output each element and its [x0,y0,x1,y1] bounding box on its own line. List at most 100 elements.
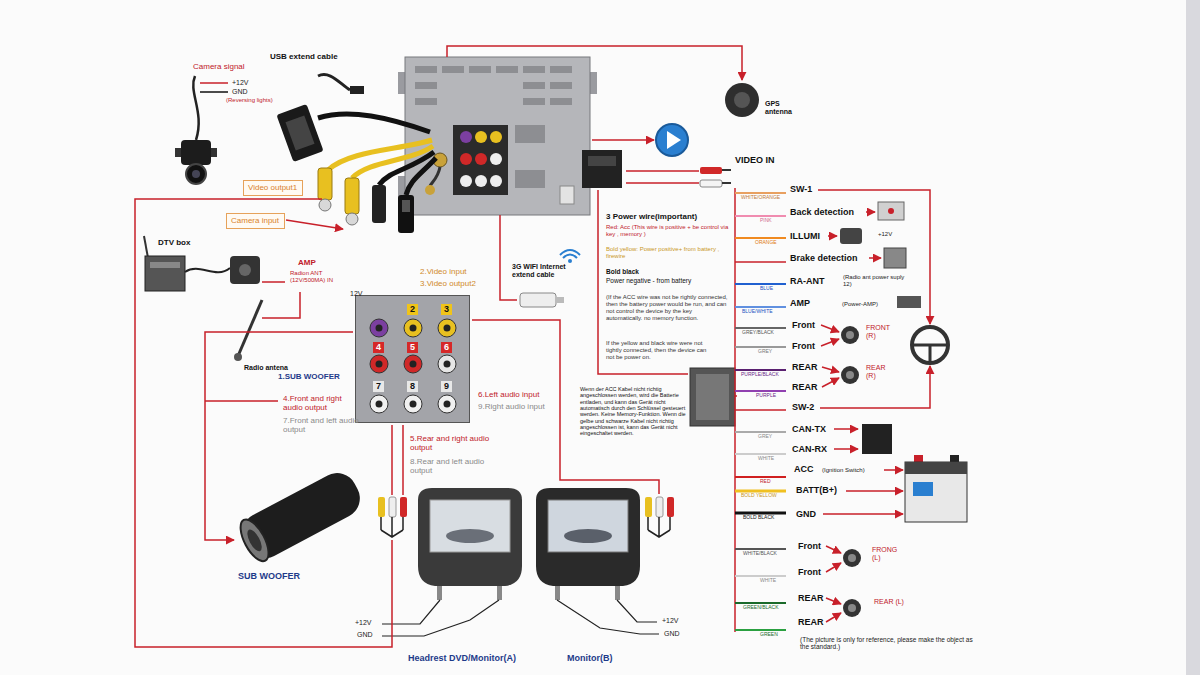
speakers [843,599,861,617]
red-wires [205,332,353,540]
headrest-monitor-b [564,529,612,543]
voltage-label: +12V [662,617,679,625]
red-wires [866,211,875,213]
red-wires [822,367,839,372]
rca-jack [438,355,456,373]
note-text: (The picture is only for reference, plea… [800,636,975,651]
rca-jack [376,401,383,408]
video-in-plugs [700,167,731,187]
rca-jack [370,395,388,413]
cable-plugs [318,75,350,90]
red-wires [626,170,699,172]
head-unit-rear [442,66,464,73]
red-wires [262,281,285,283]
right-side-icons [840,228,862,244]
rca-jack [404,395,422,413]
pin-function-label: SW-1 [790,184,812,194]
pin-function-label: REAR [798,593,824,603]
pin-function-label: REAR [792,362,818,372]
rca-jack [438,395,456,413]
head-unit-rear [523,66,545,73]
voltage-label: 12V [350,290,362,298]
red-wires [205,400,278,402]
head-unit-rear [550,98,572,105]
gps-antenna [734,92,750,108]
pin-function-label: REAR [798,617,824,627]
head-unit-rear [405,57,590,215]
video-in-plugs [700,180,722,187]
head-unit-rear [475,131,487,143]
right-side-icons [862,424,892,454]
head-unit-rear [588,156,616,166]
signal-label: Camera signal [193,62,245,71]
headrest-monitor-a [418,488,522,586]
3g-dongle [520,293,556,307]
subwoofer [235,466,367,565]
speakers [846,331,854,339]
pin-function-label: ACC [794,464,814,474]
harness-colour-wires [735,390,786,392]
headrest-monitor-b [548,500,628,552]
note-text: 3 Power wire(important) [606,212,697,221]
wire-color-label: GREY [758,434,772,440]
voltage-label: GND [357,631,373,639]
rca-jack [410,361,417,368]
dtv-box [150,262,180,268]
port-label: 1.SUB WOOFER [278,372,340,381]
callout-number: 9 [441,381,452,392]
note-text: Bold black [606,268,639,275]
speakers [848,604,856,612]
wire-color-label: PINK [760,218,772,224]
head-unit-rear [490,131,502,143]
dtv-box [185,268,230,272]
voltage-label: +12V [878,231,892,238]
rca-jack [444,325,451,332]
rca-jack [404,319,422,337]
pin-function-label: RA-ANT [790,276,825,286]
note-text: (Radio ant power suply 12) [843,274,905,288]
red-wires [447,46,742,80]
headrest-monitor-a [389,497,396,517]
device-label: USB extend cable [270,52,338,61]
pin-function-label: REAR [792,382,818,392]
cable-plugs [318,114,430,132]
headrest-monitor-a [400,497,407,517]
right-side-icons [884,248,906,268]
wiring-harness-plug [696,374,729,420]
dtv-box [144,236,148,258]
head-unit-rear [460,153,472,165]
red-wires [592,139,654,141]
right-side-icons [840,202,948,454]
callout-number: 5 [407,342,418,353]
callout-number: 3 [441,304,452,315]
speaker-label: FRONT (R) [866,324,896,340]
headrest-monitor-a [381,517,403,537]
speakers [848,554,856,562]
harness-colour-wires [735,548,786,550]
note-text: Wenn der ACC Kabel nicht richtig angesch… [580,386,688,437]
wire-color-label: BOLD BLACK [743,515,774,521]
cable-plugs [372,185,386,223]
headrest-monitor-b [615,584,620,600]
headrest-monitor-a [378,488,522,636]
voltage-label: +12V [355,619,372,627]
head-unit-rear [460,131,472,143]
cable-plugs [402,200,410,212]
red-wires [884,469,903,471]
head-unit-rear [398,57,622,215]
gps-antenna [725,83,759,117]
paper [1186,0,1200,675]
head-unit-rear [453,125,508,195]
note-text: Power negative - from battery [606,277,691,284]
rca-jack [376,325,383,332]
voltage-label: +12V [232,79,249,87]
wiring-harness-plug [690,368,735,426]
rca-jack [404,395,422,413]
wire-color-label: BOLD YELLOW [741,493,777,499]
harness-colour-wires [735,575,786,577]
headrest-monitor-a [430,500,510,552]
red-wires [823,513,903,515]
headrest-monitor-b [648,517,670,537]
headrest-monitor-a [382,600,499,636]
